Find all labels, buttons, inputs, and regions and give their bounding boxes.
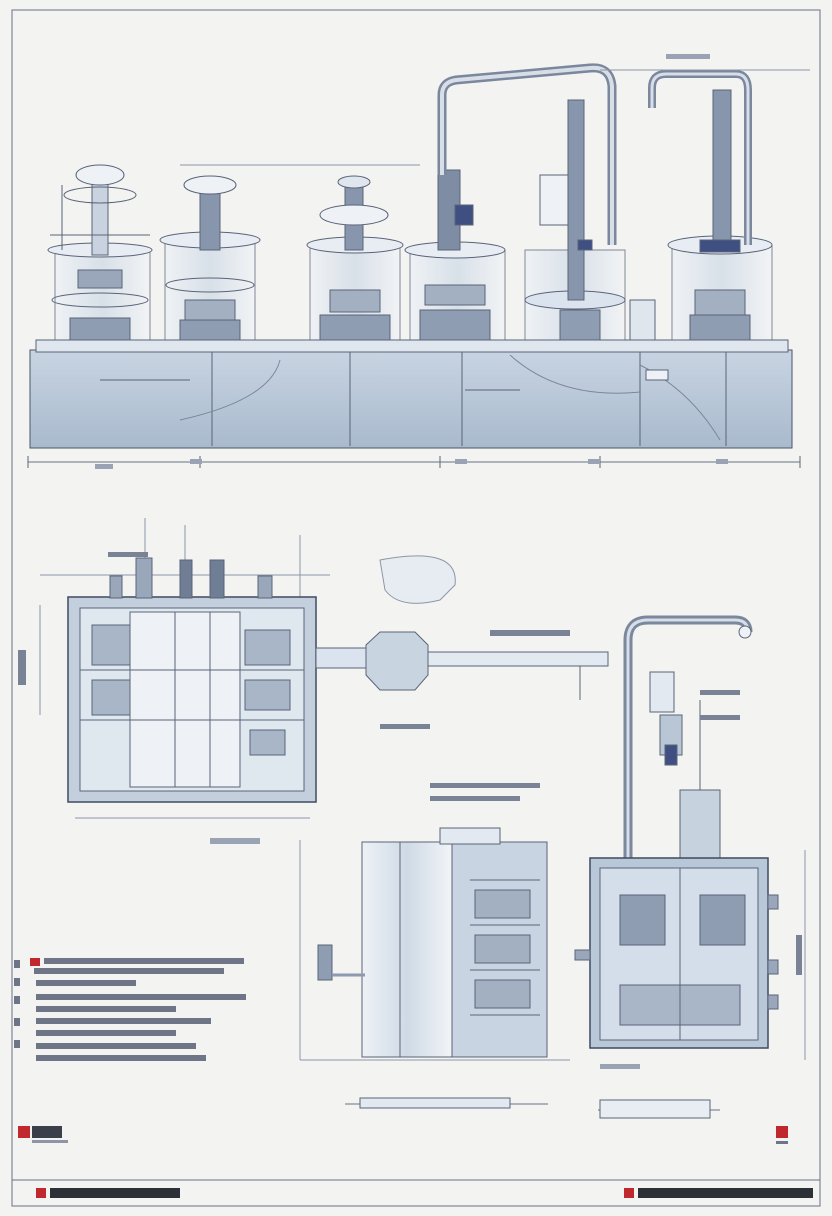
column-unit-1 bbox=[47, 164, 153, 341]
plan-section-view bbox=[18, 518, 609, 844]
base-cabinet bbox=[29, 349, 793, 449]
notes-block bbox=[14, 958, 246, 1061]
center-cabinet-view bbox=[299, 827, 720, 1119]
column-unit-2 bbox=[159, 175, 261, 341]
side-section-view bbox=[574, 615, 806, 1069]
column-unit-6 bbox=[648, 70, 773, 341]
logo-mark-icon bbox=[18, 1126, 68, 1143]
column-unit-5 bbox=[524, 99, 656, 341]
front-elevation-view bbox=[27, 54, 810, 469]
red-stamp-icon bbox=[776, 1126, 788, 1144]
title-block bbox=[12, 1179, 820, 1198]
column-unit-4 bbox=[404, 63, 617, 341]
base-top-plate bbox=[35, 339, 789, 353]
column-unit-3 bbox=[306, 175, 404, 341]
sheet-border bbox=[11, 9, 821, 1207]
